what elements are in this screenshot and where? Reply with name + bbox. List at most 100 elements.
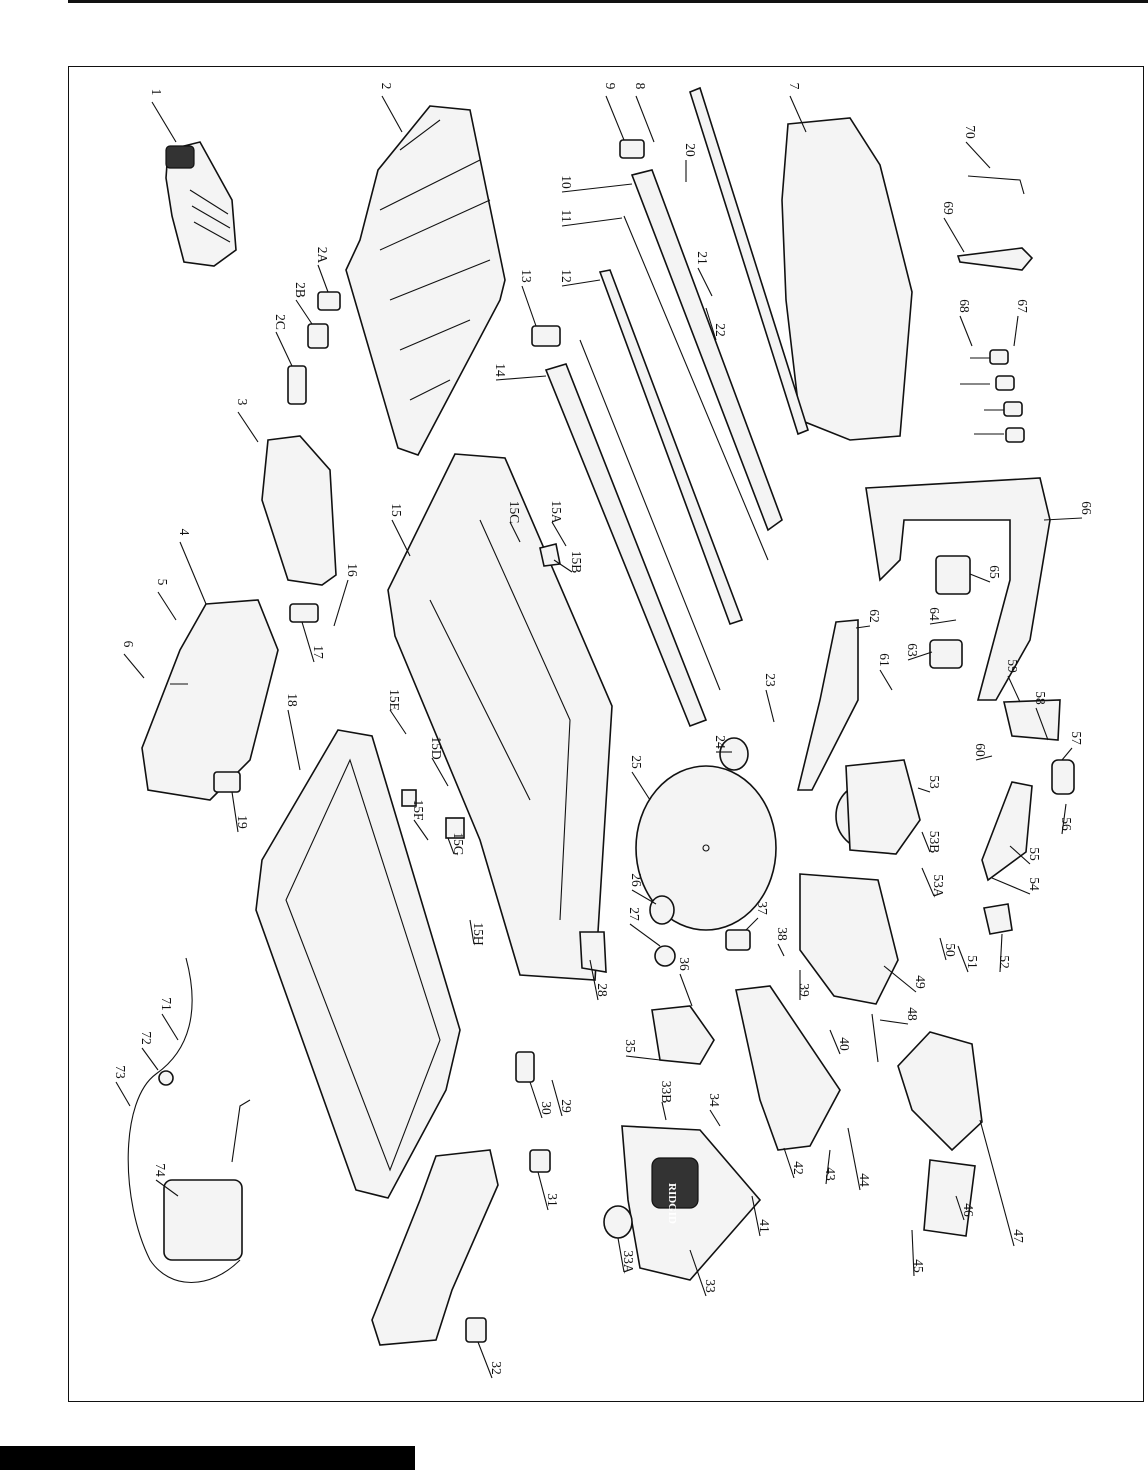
part-label-6: 6 — [121, 641, 136, 648]
part-48-rod — [871, 1013, 879, 1063]
part-19 — [213, 771, 241, 793]
footer-bar — [0, 1446, 415, 1470]
part-label-20: 20 — [683, 143, 698, 157]
leader-line-36 — [679, 973, 693, 1007]
part-46 — [923, 1159, 976, 1237]
part-label-26: 26 — [629, 873, 644, 887]
part-label-15c: 15C — [507, 501, 522, 524]
part-25-blade — [635, 765, 777, 931]
part-label-10: 10 — [559, 175, 574, 189]
leader-line-45 — [911, 1229, 915, 1277]
leader-line-37 — [745, 917, 759, 931]
part-label-33b: 33B — [659, 1081, 674, 1104]
part-label-54: 54 — [1027, 877, 1042, 891]
leader-line-10 — [561, 183, 633, 193]
leader-line-15a — [551, 521, 567, 547]
part-label-60: 60 — [973, 743, 988, 757]
leader-line-34 — [709, 1109, 721, 1127]
part-label-72: 72 — [139, 1031, 154, 1045]
leader-line-16 — [333, 579, 349, 627]
leader-line-61 — [879, 669, 893, 691]
leader-line-33 — [689, 1249, 707, 1297]
leader-line-71 — [161, 1013, 179, 1041]
part-label-45: 45 — [911, 1259, 926, 1273]
part-label-11: 11 — [559, 210, 574, 223]
leader-line-51 — [957, 945, 969, 973]
part-label-16: 16 — [345, 563, 360, 577]
part-label-58: 58 — [1033, 691, 1048, 705]
leader-line-67 — [1013, 315, 1019, 347]
part-17 — [289, 603, 319, 623]
part-74-gfci — [163, 1179, 243, 1261]
part-53-motor-body — [845, 759, 921, 855]
part-label-48: 48 — [905, 1007, 920, 1021]
leader-line-69 — [943, 217, 965, 253]
part-label-53b: 53B — [927, 831, 942, 854]
leader-line-4 — [179, 541, 207, 605]
part-label-25: 25 — [629, 755, 644, 769]
part-label-36: 36 — [677, 957, 692, 971]
leader-line-62 — [855, 625, 871, 629]
part-15E — [401, 789, 417, 807]
part-28 — [579, 931, 607, 973]
leader-line-33a — [617, 1237, 625, 1273]
leader-line-15h — [469, 919, 475, 945]
part-label-70: 70 — [963, 125, 978, 139]
leader-line-70 — [965, 141, 991, 169]
part-65 — [935, 555, 971, 595]
part-label-23: 23 — [763, 673, 778, 687]
part-label-34: 34 — [707, 1093, 722, 1107]
leader-line-64 — [929, 619, 957, 625]
ridgid-logo: RIDGID — [666, 1183, 678, 1224]
leader-line-28 — [589, 959, 599, 1001]
part-2C — [287, 365, 307, 405]
leader-line-6 — [123, 653, 145, 679]
leader-line-72 — [141, 1047, 159, 1071]
part-18-inner — [285, 758, 441, 1172]
part-label-63: 63 — [905, 643, 920, 657]
leader-line-58 — [1035, 707, 1049, 741]
ridgid-logo-plate — [651, 1157, 699, 1209]
leader-line-23 — [765, 689, 775, 723]
leader-line-49 — [883, 965, 917, 993]
part-59 — [1002, 699, 1061, 741]
part-label-40: 40 — [837, 1037, 852, 1051]
part-label-28: 28 — [595, 983, 610, 997]
part-24-flange — [719, 737, 749, 771]
part-71-cord — [127, 957, 241, 1283]
part-33A — [603, 1205, 633, 1239]
leader-line-53b — [921, 831, 931, 853]
part-label-33a: 33A — [621, 1250, 636, 1274]
leader-line-2b — [295, 299, 313, 325]
part-label-15h: 15H — [471, 922, 486, 946]
parts-group: RIDGID — [127, 86, 1075, 1346]
part-label-53a: 53A — [931, 874, 946, 898]
part-57 — [1051, 759, 1075, 795]
leader-line-57 — [1061, 747, 1073, 761]
part-14-rail — [544, 363, 708, 728]
part-7-cover — [781, 117, 913, 441]
part-label-47: 47 — [1011, 1229, 1026, 1243]
part-label-29: 29 — [559, 1099, 574, 1113]
part-7-rail — [689, 86, 809, 436]
part-label-71: 71 — [159, 997, 174, 1011]
part-label-2c: 2C — [273, 314, 288, 330]
leader-line-42 — [783, 1147, 795, 1179]
part-label-73: 73 — [113, 1065, 128, 1079]
part-15G — [445, 817, 465, 839]
leader-line-54 — [991, 877, 1031, 895]
leader-line-15c — [509, 521, 521, 543]
leader-line-68 — [959, 315, 973, 347]
leader-line-74 — [155, 1179, 179, 1197]
leader-line-48 — [879, 1019, 909, 1025]
part-label-19: 19 — [235, 815, 250, 829]
leader-line-41 — [751, 1195, 761, 1237]
part-2A — [317, 291, 341, 311]
part-72-clip — [158, 1070, 174, 1086]
part-label-8: 8 — [633, 83, 648, 90]
leader-line-63 — [907, 651, 933, 661]
part-15-detail — [429, 519, 571, 921]
part-2-sliding-tray — [345, 105, 506, 456]
leader-line-3 — [237, 411, 259, 443]
leader-line-53 — [917, 787, 931, 793]
